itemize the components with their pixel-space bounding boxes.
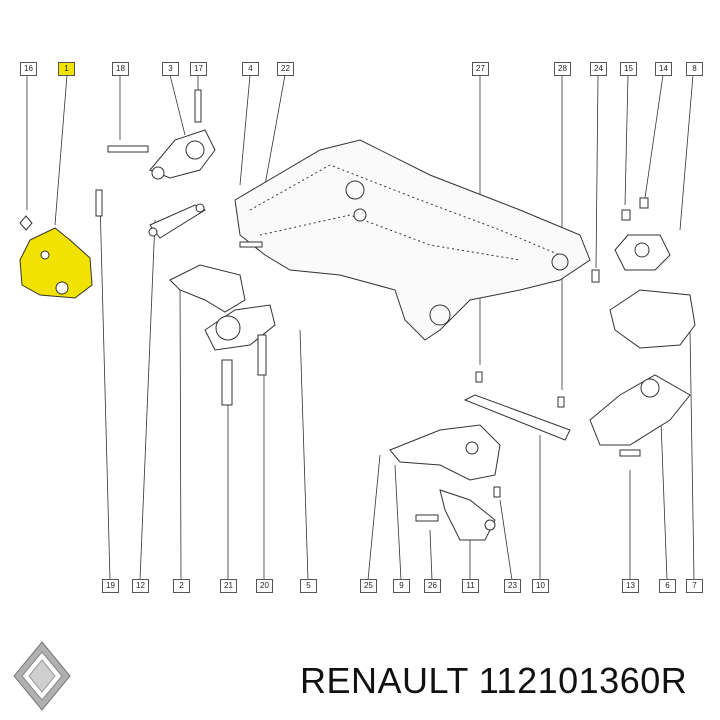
callout-5: 5 — [300, 579, 317, 593]
callout-7: 7 — [686, 579, 703, 593]
callout-21: 21 — [220, 579, 237, 593]
callout-11: 11 — [462, 579, 479, 593]
renault-diamond-logo-icon — [13, 641, 71, 711]
callout-23: 23 — [504, 579, 521, 593]
callout-1-highlighted: 1 — [58, 62, 75, 76]
callout-10: 10 — [532, 579, 549, 593]
callout-26: 26 — [424, 579, 441, 593]
callout-22: 22 — [277, 62, 294, 76]
callout-20: 20 — [256, 579, 273, 593]
callout-13: 13 — [622, 579, 639, 593]
callout-16: 16 — [20, 62, 37, 76]
callout-9: 9 — [393, 579, 410, 593]
callout-18: 18 — [112, 62, 129, 76]
callout-15: 15 — [620, 62, 637, 76]
engine-mount-part-1-highlight — [19, 227, 93, 299]
callout-24: 24 — [590, 62, 607, 76]
callout-6: 6 — [659, 579, 676, 593]
callout-3: 3 — [162, 62, 179, 76]
callout-28: 28 — [554, 62, 571, 76]
callout-12: 12 — [132, 579, 149, 593]
callout-8: 8 — [686, 62, 703, 76]
callout-14: 14 — [655, 62, 672, 76]
callout-4: 4 — [242, 62, 259, 76]
callout-25: 25 — [360, 579, 377, 593]
callout-19: 19 — [102, 579, 119, 593]
callout-2: 2 — [173, 579, 190, 593]
brand-part-number-caption: RENAULT 112101360R — [300, 660, 688, 701]
callout-27: 27 — [472, 62, 489, 76]
callout-17: 17 — [190, 62, 207, 76]
